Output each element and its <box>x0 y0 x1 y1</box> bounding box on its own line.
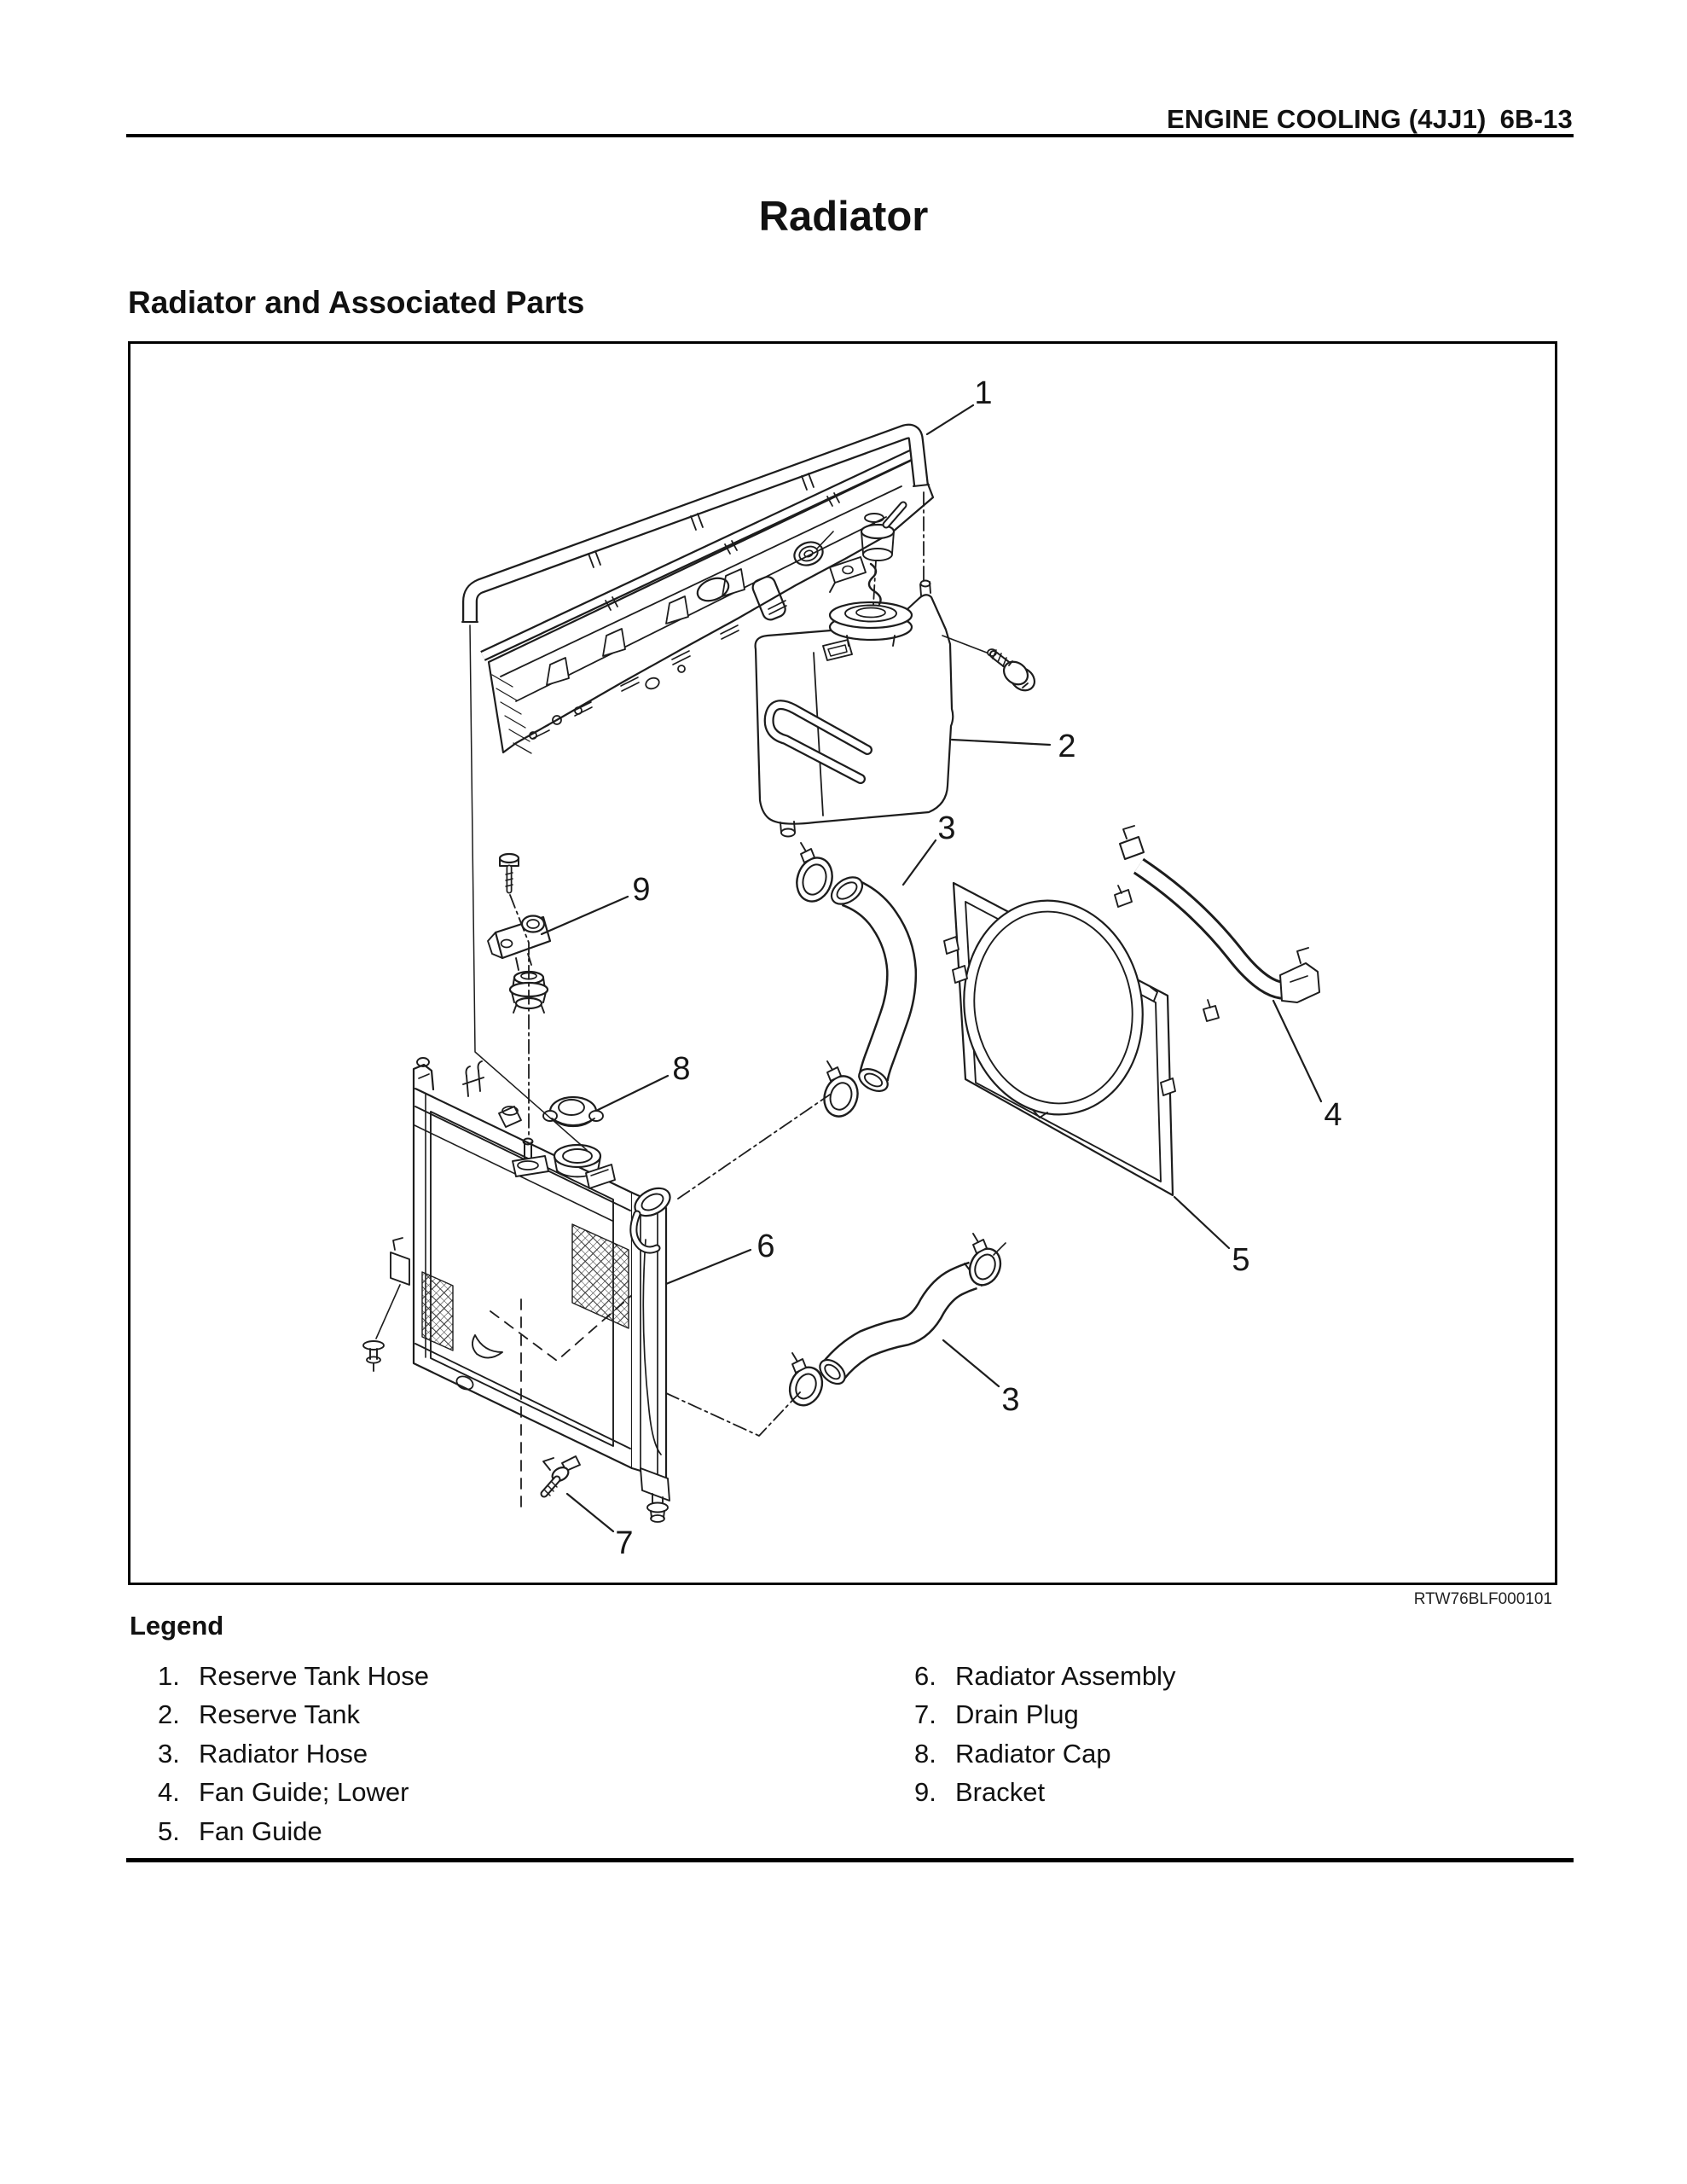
fan-guide-drawing <box>943 881 1176 1197</box>
callout-9: 9 <box>632 872 650 908</box>
legend-column-left: 1. Reserve Tank Hose 2. Reserve Tank 3. Rad… <box>158 1657 429 1850</box>
legend-item-number: 2. <box>158 1699 180 1730</box>
legend-heading: Legend <box>130 1611 224 1641</box>
legend-item: 4. Fan Guide; Lower <box>158 1773 429 1811</box>
legend-item-label: Radiator Assembly <box>955 1661 1176 1691</box>
legend-column-right: 6. Radiator Assembly 7. Drain Plug 8. Radia… <box>914 1657 1175 1812</box>
legend-item-label: Reserve Tank Hose <box>199 1661 429 1691</box>
callout-8: 8 <box>672 1051 690 1087</box>
legend-item: 8. Radiator Cap <box>914 1734 1175 1773</box>
legend-item: 5. Fan Guide <box>158 1812 429 1850</box>
reserve-tank-hose-drawing <box>461 423 930 623</box>
legend-item: 7. Drain Plug <box>914 1695 1175 1734</box>
callout-leader-lines <box>540 404 1323 1533</box>
legend-item-number: 4. <box>158 1777 180 1808</box>
legend-item-number: 8. <box>914 1738 936 1769</box>
hose-clamp-icon <box>968 1233 1006 1287</box>
hose-clamp-icon <box>788 1352 824 1407</box>
hose-clamp-icon <box>823 1060 859 1118</box>
legend-item-number: 3. <box>158 1738 180 1769</box>
header-rule <box>126 134 1574 137</box>
legend-item: 1. Reserve Tank Hose <box>158 1657 429 1695</box>
legend-item-number: 7. <box>914 1699 936 1730</box>
header-chapter: ENGINE COOLING (4JJ1) <box>1167 104 1487 134</box>
callout-6: 6 <box>757 1228 774 1264</box>
reserve-tank-drawing <box>754 501 954 838</box>
legend-item-number: 6. <box>914 1661 936 1691</box>
legend-item: 9. Bracket <box>914 1773 1175 1811</box>
legend-item-label: Bracket <box>955 1777 1046 1808</box>
tank-bolt-drawing <box>942 635 1036 692</box>
header-page-code: 6B-13 <box>1499 104 1573 134</box>
callout-1: 1 <box>974 375 992 411</box>
fan-guide-lower-drawing <box>1114 825 1320 1022</box>
callout-3-upper: 3 <box>937 810 955 846</box>
callout-labels: 1 2 3 9 8 4 5 6 3 7 <box>615 375 1342 1561</box>
callout-2: 2 <box>1058 729 1075 764</box>
legend-item-label: Radiator Hose <box>199 1738 368 1769</box>
legend-item: 3. Radiator Hose <box>158 1734 429 1773</box>
footer-rule <box>126 1858 1574 1862</box>
legend-item-label: Radiator Cap <box>955 1738 1111 1769</box>
legend-item-label: Fan Guide <box>199 1815 322 1846</box>
legend-item-label: Drain Plug <box>955 1699 1079 1730</box>
page-header: ENGINE COOLING (4JJ1) 6B-13 <box>1167 104 1573 135</box>
body-panel-drawing <box>480 448 935 754</box>
bracket-drawing <box>487 852 552 1014</box>
section-heading: Radiator and Associated Parts <box>128 285 585 320</box>
radiator-cap-drawing <box>542 1095 604 1128</box>
hose-clamp-icon <box>796 842 833 903</box>
legend-item-number: 1. <box>158 1661 180 1691</box>
exploded-diagram: 1 2 3 9 8 4 5 6 3 7 <box>362 375 1342 1561</box>
figure-reference-code: RTW76BLF000101 <box>1413 1590 1552 1608</box>
callout-5: 5 <box>1232 1242 1249 1278</box>
legend-item-number: 9. <box>914 1777 936 1808</box>
drain-plug-drawing <box>540 1455 581 1498</box>
legend-item-number: 5. <box>158 1815 180 1846</box>
legend-item: 6. Radiator Assembly <box>914 1657 1175 1695</box>
upper-radiator-hose-drawing <box>796 842 918 1118</box>
callout-7: 7 <box>615 1525 633 1561</box>
legend-item: 2. Reserve Tank <box>158 1695 429 1734</box>
callout-3-lower: 3 <box>1001 1382 1019 1418</box>
alignment-lines <box>469 491 925 1437</box>
figure-border: 1 2 3 9 8 4 5 6 3 7 <box>128 341 1557 1585</box>
radiator-assembly-drawing <box>362 1057 671 1523</box>
callout-4: 4 <box>1324 1097 1342 1133</box>
legend-item-label: Reserve Tank <box>199 1699 360 1730</box>
lower-radiator-hose-drawing <box>788 1233 1006 1407</box>
legend-item-label: Fan Guide; Lower <box>199 1777 409 1808</box>
page-title: Radiator <box>758 194 929 240</box>
